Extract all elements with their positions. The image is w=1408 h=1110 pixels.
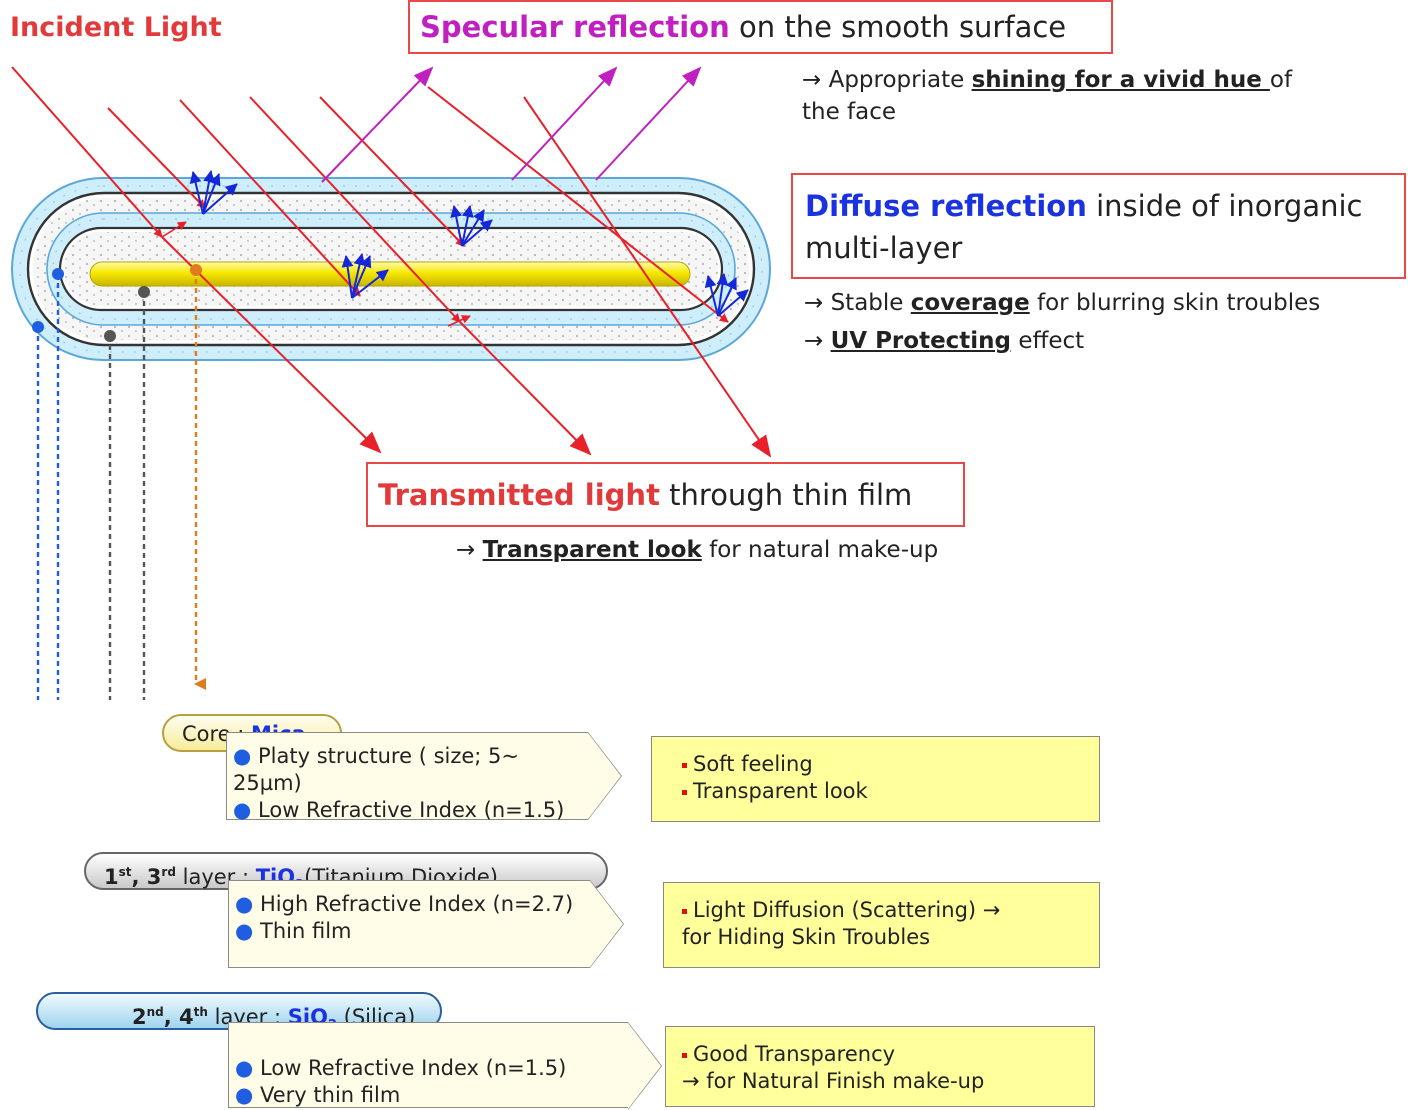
diffuse-line2: multi-layer [805,231,963,265]
transmitted-rest: through thin film [659,478,913,512]
transparent-keyword: Transparent look [482,537,702,563]
tio2-effects: Light Diffusion (Scattering) → for Hidin… [663,882,1100,968]
sio2-prop-2: ● Very thin film [235,1083,401,1107]
core-effects: Soft feeling Transparent look [651,736,1100,822]
tio2-properties: ● High Refractive Index (n=2.7) ● Thin f… [228,880,624,968]
transmitted-title: Transmitted light [378,478,660,512]
leader-lines [32,264,206,700]
tio2-prop-2: ● Thin film [235,919,352,943]
coverage-keyword: coverage [910,290,1030,316]
sio2-effect-1: Good Transparency [682,1041,1094,1068]
diffuse-note-uv: → UV Protecting effect [804,328,1085,354]
core-properties: ● Platy structure ( size; 5~ 25µm) ● Low… [226,732,622,822]
specular-title: Specular reflection [420,10,730,44]
specular-note: → Appropriate shining for a vivid hue of… [802,67,1293,125]
diffuse-reflection-box: Diffuse reflection inside of inorganic m… [791,173,1406,279]
uv-keyword: UV Protecting [830,328,1012,354]
particle-diagram [11,66,772,700]
incident-light-label: Incident Light [10,12,222,43]
sio2-effect-2: → for Natural Finish make-up [682,1069,985,1093]
diffuse-note-coverage: → Stable coverage for blurring skin trou… [804,290,1321,316]
sio2-prop-1: ● Low Refractive Index (n=1.5) [235,1056,567,1080]
specular-rest: on the smooth surface [729,10,1067,44]
shining-keyword: shining for a vivid hue [971,67,1270,93]
tio2-effect-1: Light Diffusion (Scattering) → [682,897,1099,924]
transmitted-note: → Transparent look for natural make-up [456,537,939,563]
tio2-prop-1: ● High Refractive Index (n=2.7) [235,892,574,916]
core-prop-1: ● Platy structure ( size; 5~ 25µm) [233,744,519,795]
sio2-effects: Good Transparency → for Natural Finish m… [665,1026,1095,1107]
diffuse-fans [189,170,749,317]
specular-rays [321,66,702,183]
core-effect-2: Transparent look [682,778,1099,805]
incident-rays [11,66,772,458]
core-effect-1: Soft feeling [682,751,1099,778]
tio2-effect-2: for Hiding Skin Troubles [682,925,931,949]
sio2-properties: ● Low Refractive Index (n=1.5) ● Very th… [228,1022,662,1110]
core-prop-2: ● Low Refractive Index (n=1.5) [233,798,565,822]
diffuse-rest: inside of inorganic [1086,189,1363,223]
transmitted-light-box: Transmitted light through thin film [366,462,965,527]
mica-core [89,261,691,287]
specular-reflection-box: Specular reflection on the smooth surfac… [408,0,1113,54]
diffuse-title: Diffuse reflection [805,189,1087,223]
